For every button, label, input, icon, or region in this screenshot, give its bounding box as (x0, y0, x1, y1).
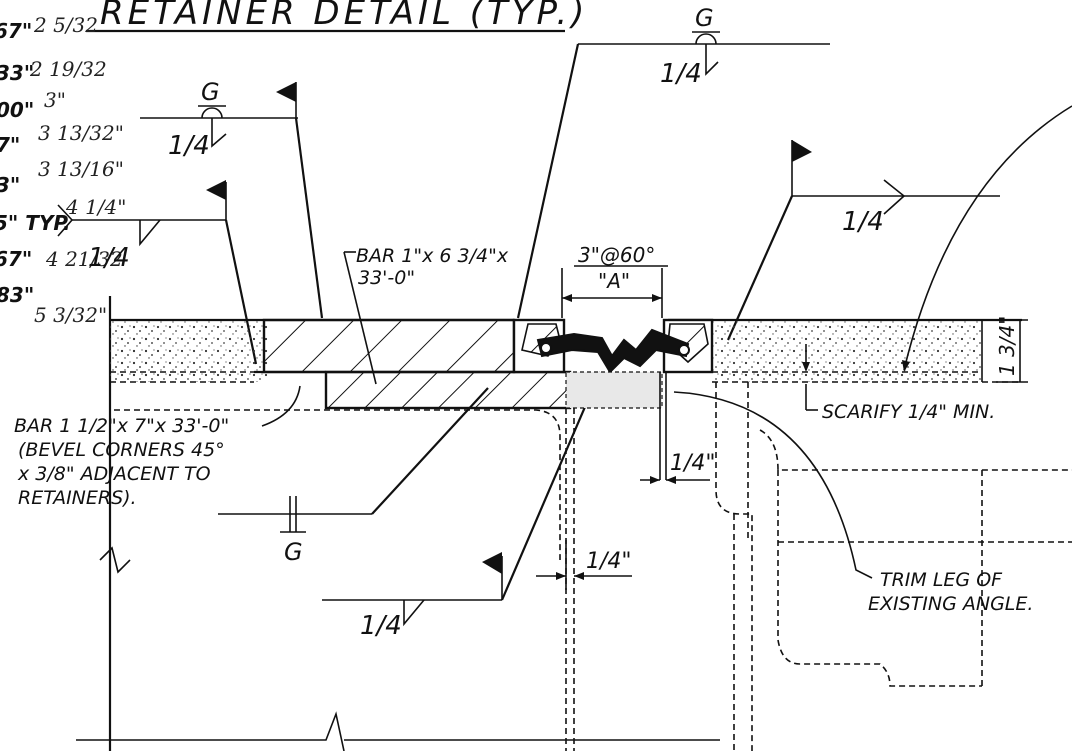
weld-symbol-bottom: 1/4 (322, 371, 602, 641)
bar-bottom-label-line2: (BEVEL CORNERS 45° (18, 439, 225, 461)
bar-top-label-line2: 33'-0" (358, 267, 415, 289)
gap-right-label: 1/4" (670, 451, 716, 476)
dim-printed-0: 67" (0, 19, 32, 43)
weld-size-upper-left: 1/4 (168, 131, 210, 161)
dim-hand-0: 2 5/32 (33, 13, 98, 37)
lower-bar (324, 370, 572, 410)
weld-size-right: 1/4 (842, 207, 884, 237)
weld-symbol-right: 1/4 (726, 140, 1000, 341)
weld-size-left-middle: 1/4 (88, 243, 130, 273)
weld-letter-lower-left: G (284, 538, 303, 566)
trim-label-line2: EXISTING ANGLE. (868, 593, 1033, 615)
dimension-list: 67" 2 5/32 33" 2 19/32 00" 3" 7" 3 13/32… (0, 13, 126, 327)
spacing-label: 3"@60° (578, 243, 655, 267)
bar-bottom-label-line4: RETAINERS). (18, 487, 137, 509)
weld-symbol-top-right: G 1/4 (516, 4, 830, 319)
title-block: RETAINER DETAIL (TYP.) (86, 0, 588, 33)
scarify-label: SCARIFY 1/4" MIN. (822, 401, 995, 423)
cross-section (76, 296, 1072, 751)
dim-printed-3: 7" (0, 133, 20, 157)
weld-symbol-upper-left: G 1/4 (140, 78, 324, 319)
seal (536, 328, 690, 374)
depth-label: 1 3/4" (995, 316, 1019, 376)
dim-hand-1: 2 19/32 (29, 57, 107, 81)
dim-hand-3: 3 13/32" (38, 121, 124, 145)
spacing-sub-label: "A" (598, 269, 630, 293)
dim-hand-5: 4 1/4" (65, 195, 126, 219)
dim-hand-2: 3" (44, 88, 66, 112)
bar-top-label-line1: BAR 1"x 6 3/4"x (356, 245, 509, 267)
weld-size-bottom: 1/4 (360, 611, 402, 641)
weld-letter-top-right: G (695, 4, 714, 32)
dim-hand-6: 4 21/32 (45, 247, 123, 271)
dim-printed-5: 5" TYP. (0, 211, 71, 235)
labels: BAR 1"x 6 3/4"x 33'-0" 3"@60° "A" 1 3/4"… (14, 105, 1072, 615)
gap-bottom-label: 1/4" (586, 549, 632, 574)
weld-symbol-lower-left: G (218, 387, 489, 566)
dim-printed-7: 83" (0, 283, 34, 307)
dim-printed-1: 33" (0, 61, 34, 85)
weld-symbol-left-middle: 1/4 (57, 180, 258, 365)
dim-hand-4: 3 13/16" (38, 157, 124, 181)
dim-hand-7: 5 3/32" (34, 303, 107, 327)
weld-letter-upper-left: G (201, 78, 220, 106)
dim-printed-2: 00" (0, 98, 34, 122)
bar-bottom-label-line3: x 3/8" ADJACENT TO (17, 463, 211, 485)
detail-title: RETAINER DETAIL (TYP.) (100, 0, 588, 33)
bar-bottom-label-line1: BAR 1 1/2"x 7"x 33'-0" (14, 415, 229, 437)
weld-size-top-right: 1/4 (660, 59, 702, 89)
dim-printed-4: 3" (0, 173, 20, 197)
dim-printed-6: 67" (0, 247, 32, 271)
trim-label-line1: TRIM LEG OF (880, 569, 1003, 591)
top-bar (262, 318, 516, 374)
